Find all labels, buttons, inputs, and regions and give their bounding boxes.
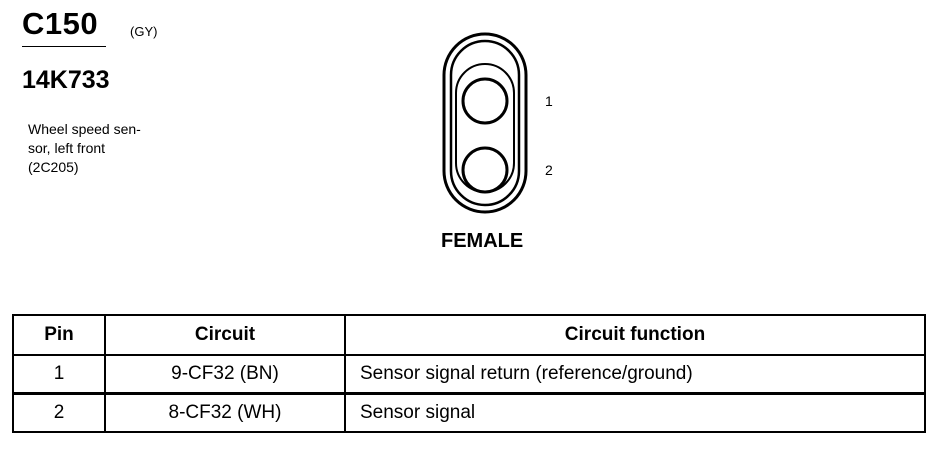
connector-outer-shell (442, 32, 528, 214)
connector-id: C150 (22, 6, 99, 41)
pin-label-2: 2 (545, 162, 553, 178)
table-row: 2 8-CF32 (WH) Sensor signal (12, 392, 926, 433)
pin-label-1: 1 (545, 93, 553, 109)
header-circuit: Circuit (104, 314, 346, 356)
cell-circuit: 8-CF32 (WH) (104, 392, 346, 433)
connector-inner-shell (449, 39, 521, 207)
cell-circuit-function: Sensor signal (344, 392, 926, 433)
connector-description: Wheel speed sen- sor, left front (2C205) (28, 121, 141, 175)
header-pin: Pin (12, 314, 106, 356)
connector-drawing (442, 32, 528, 214)
connector-gender: FEMALE (441, 230, 524, 252)
connector-id-underline (22, 46, 106, 47)
pinout-table: Pin Circuit Circuit function 1 9-CF32 (B… (12, 314, 926, 433)
table-row: 1 9-CF32 (BN) Sensor signal return (refe… (12, 354, 926, 395)
header-circuit-function: Circuit function (344, 314, 926, 356)
table-header-row: Pin Circuit Circuit function (12, 314, 926, 356)
pin-cavity-1 (461, 77, 509, 125)
pin-cavity-2 (461, 146, 509, 194)
color-code: (GY) (130, 24, 158, 39)
cell-circuit: 9-CF32 (BN) (104, 354, 346, 395)
cell-pin: 1 (12, 354, 106, 395)
part-number: 14K733 (22, 66, 110, 94)
connector-cavity (455, 63, 515, 193)
cell-circuit-function: Sensor signal return (reference/ground) (344, 354, 926, 395)
cell-pin: 2 (12, 392, 106, 433)
